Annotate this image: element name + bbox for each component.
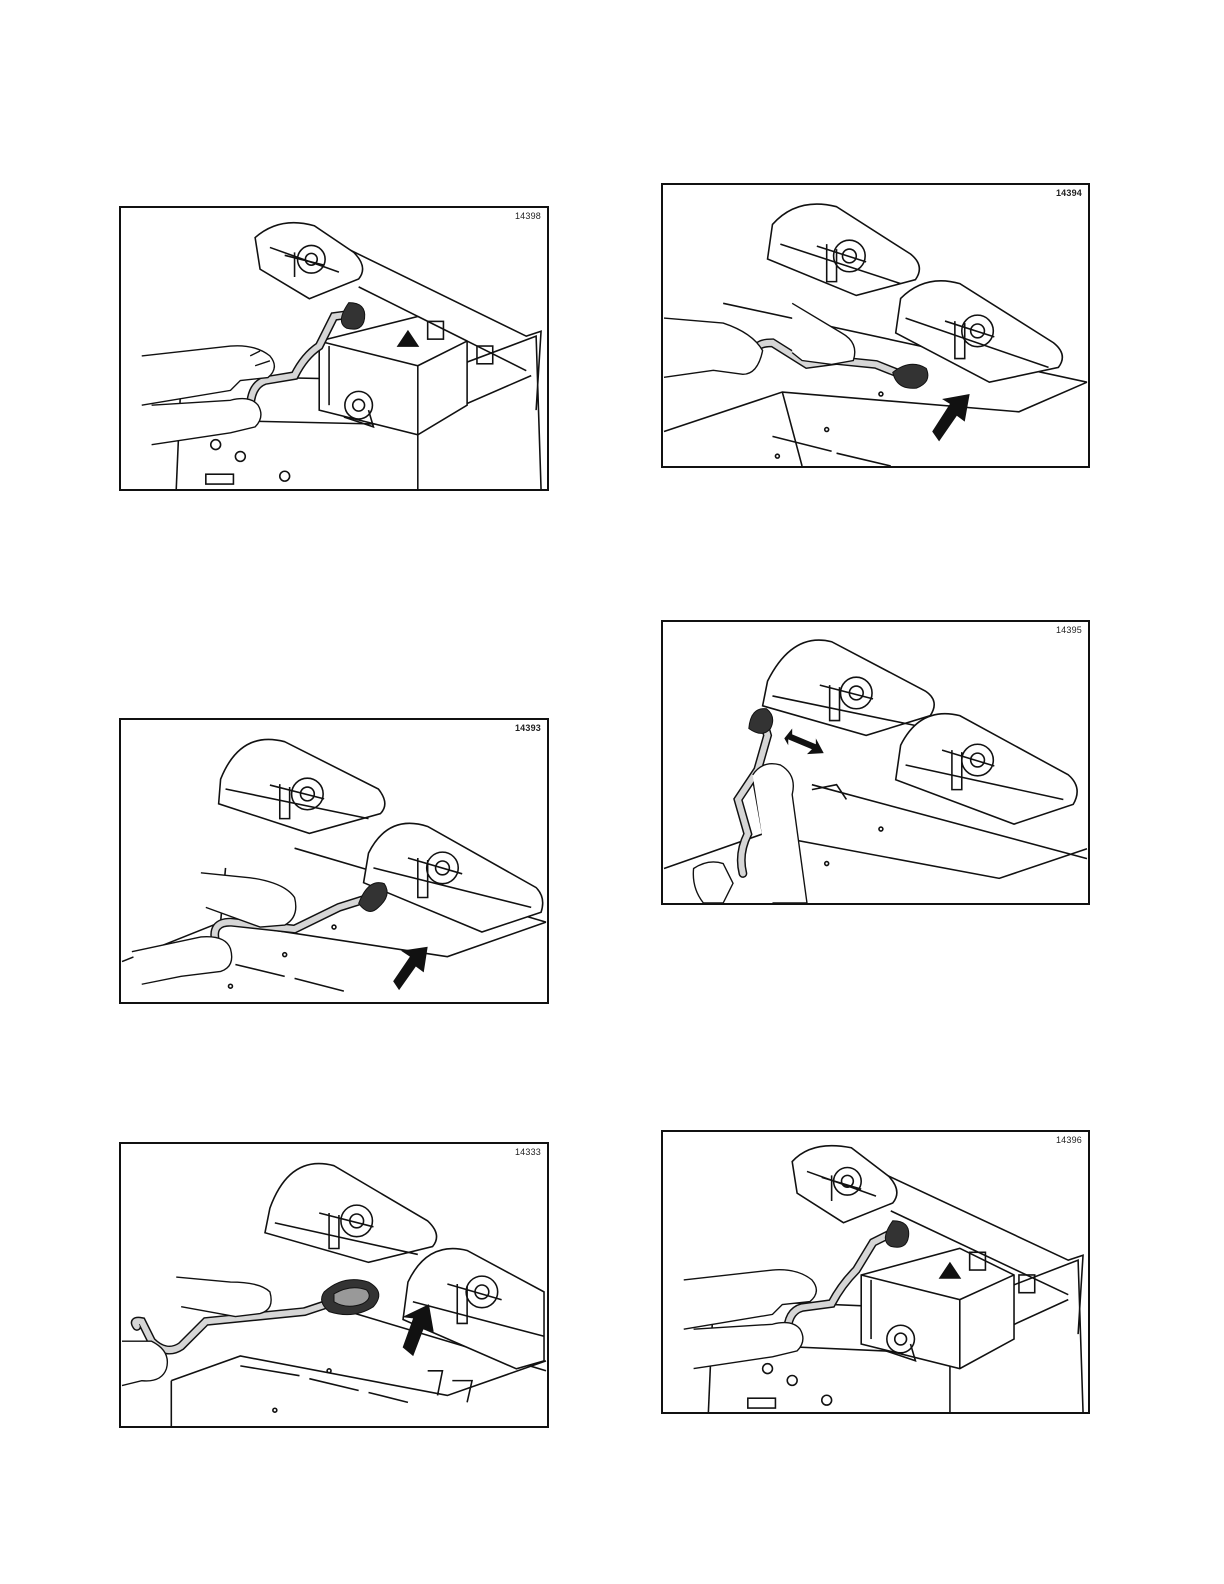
illustration-panel-griddle-tool-lowering: 14396 [661,1130,1090,1414]
griddle-illustration [663,185,1088,466]
griddle-illustration [121,720,547,1002]
illustration-panel-push-tool: 14333 [119,1142,549,1428]
griddle-illustration [663,622,1088,903]
illustration-panel-slide-tool: 14395 [661,620,1090,905]
griddle-illustration [121,1144,547,1426]
illustration-panel-griddle-tool-removal: 14398 [119,206,549,491]
illustration-panel-push-tool: 14394 [661,183,1090,468]
griddle-illustration [121,208,547,489]
griddle-illustration [663,1132,1088,1412]
illustration-panel-push-tool: 14393 [119,718,549,1004]
